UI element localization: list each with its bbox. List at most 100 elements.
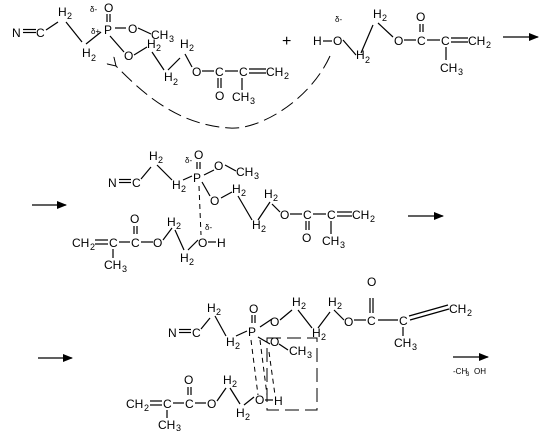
condition-tail: OH	[474, 367, 486, 376]
atom-o: O	[344, 315, 353, 329]
delta-minus: δ-	[205, 223, 212, 232]
atom-o: O	[215, 89, 224, 103]
atom-h: H	[232, 182, 241, 196]
subscript-2: 2	[67, 11, 72, 21]
atom-c: C	[163, 397, 172, 411]
atom-h: H	[274, 394, 283, 408]
methylene-ch: CH	[266, 65, 283, 79]
atom-o: O	[333, 34, 342, 48]
subscript-2: 2	[216, 307, 221, 317]
methylene-ch: CH	[352, 208, 369, 222]
atom-h: H	[313, 34, 322, 48]
methyl-ch: CH	[232, 90, 249, 104]
subscript-3: 3	[307, 350, 312, 360]
methyl-ch: CH	[289, 344, 306, 358]
atom-h: H	[180, 37, 189, 51]
methylene-ch: CH	[468, 34, 485, 48]
atom-h: H	[82, 46, 91, 60]
subscript-2: 2	[241, 188, 246, 198]
atom-h: H	[58, 5, 67, 19]
atom-o: O	[104, 1, 113, 15]
atom-h: H	[292, 295, 301, 309]
atom-c: C	[131, 236, 140, 250]
atom-h: H	[236, 406, 245, 420]
delta-minus: δ-	[90, 5, 97, 14]
atom-h: H	[164, 70, 173, 84]
subscript-2: 2	[91, 53, 96, 63]
atom-o: O	[270, 335, 279, 349]
atom-o: O	[207, 397, 216, 411]
atom-o: O	[214, 159, 223, 173]
methyl-ch: CH	[440, 61, 457, 75]
subscript-2: 2	[370, 214, 375, 224]
atom-p: P	[193, 171, 201, 185]
subscript-2: 2	[284, 71, 289, 81]
atom-c: C	[132, 176, 141, 190]
methyl-ch: CH	[158, 418, 175, 431]
delta-minus: δ-	[335, 15, 342, 24]
subscript-3: 3	[340, 240, 345, 250]
methylene-ch: CH	[449, 302, 466, 316]
atom-h: H	[149, 149, 158, 163]
atom-n: N	[108, 176, 117, 190]
atom-o: O	[394, 34, 403, 48]
transition-state: N C H 2 H 2 P O O H 2 H 2 H 2 O C O C CH…	[126, 275, 472, 431]
subscript-2: 2	[90, 242, 95, 252]
subscript-2: 2	[301, 301, 306, 311]
atom-h: H	[172, 178, 181, 192]
plus-sign: +	[282, 33, 291, 50]
atom-n: N	[12, 26, 21, 40]
atom-c: C	[239, 65, 248, 79]
subscript-2: 2	[181, 184, 186, 194]
methyl-ch: CH	[322, 234, 339, 248]
atom-o: O	[130, 212, 139, 226]
atom-c: C	[327, 208, 336, 222]
subscript-3: 3	[254, 171, 259, 181]
atom-n: N	[168, 326, 177, 340]
subscript-2: 2	[158, 155, 163, 165]
atom-o: O	[255, 393, 264, 407]
condition-text: -CH	[453, 367, 467, 376]
condition-subscript: 3	[466, 372, 470, 378]
atom-c: C	[36, 26, 45, 40]
atom-h: H	[167, 215, 176, 229]
atom-h: H	[180, 251, 189, 265]
methyl-ch: CH	[394, 336, 411, 350]
atom-o: O	[198, 236, 207, 250]
forming-bond-dashed	[259, 339, 268, 396]
atom-h: H	[373, 7, 382, 21]
atom-c: C	[417, 34, 426, 48]
subscript-2: 2	[232, 379, 237, 389]
atom-h: H	[328, 295, 337, 309]
forming-bond-dashed	[198, 185, 202, 236]
atom-o: O	[210, 194, 219, 208]
atom-o: O	[192, 65, 201, 79]
atom-p: P	[104, 23, 112, 37]
subscript-2: 2	[235, 341, 240, 351]
subscript-2: 2	[176, 221, 181, 231]
methylene-ch: CH	[72, 236, 89, 250]
atom-h: H	[217, 236, 226, 250]
atom-h: H	[312, 326, 321, 340]
atom-o: O	[367, 275, 376, 289]
leaving-group-box	[266, 337, 318, 411]
subscript-2: 2	[189, 257, 194, 267]
subscript-2: 2	[365, 55, 370, 65]
atom-h: H	[252, 218, 261, 232]
atom-o: O	[302, 231, 311, 245]
methyl-ch: CH	[151, 28, 168, 42]
methylene-ch: CH	[126, 397, 143, 411]
atom-h: H	[226, 335, 235, 349]
delta-plus: δ+	[91, 27, 100, 36]
atom-c: C	[109, 236, 118, 250]
atom-h: H	[356, 48, 365, 62]
subscript-2: 2	[337, 301, 342, 311]
subscript-2: 2	[261, 224, 266, 234]
atom-o: O	[128, 22, 137, 36]
subscript-3: 3	[176, 423, 181, 431]
intermediate-complex: N C H 2 H 2 δ- P O O CH 3 O H 2 H 2 H 2 …	[72, 148, 375, 274]
subscript-2: 2	[382, 13, 387, 23]
atom-o: O	[184, 373, 193, 387]
atom-o: O	[153, 236, 162, 250]
